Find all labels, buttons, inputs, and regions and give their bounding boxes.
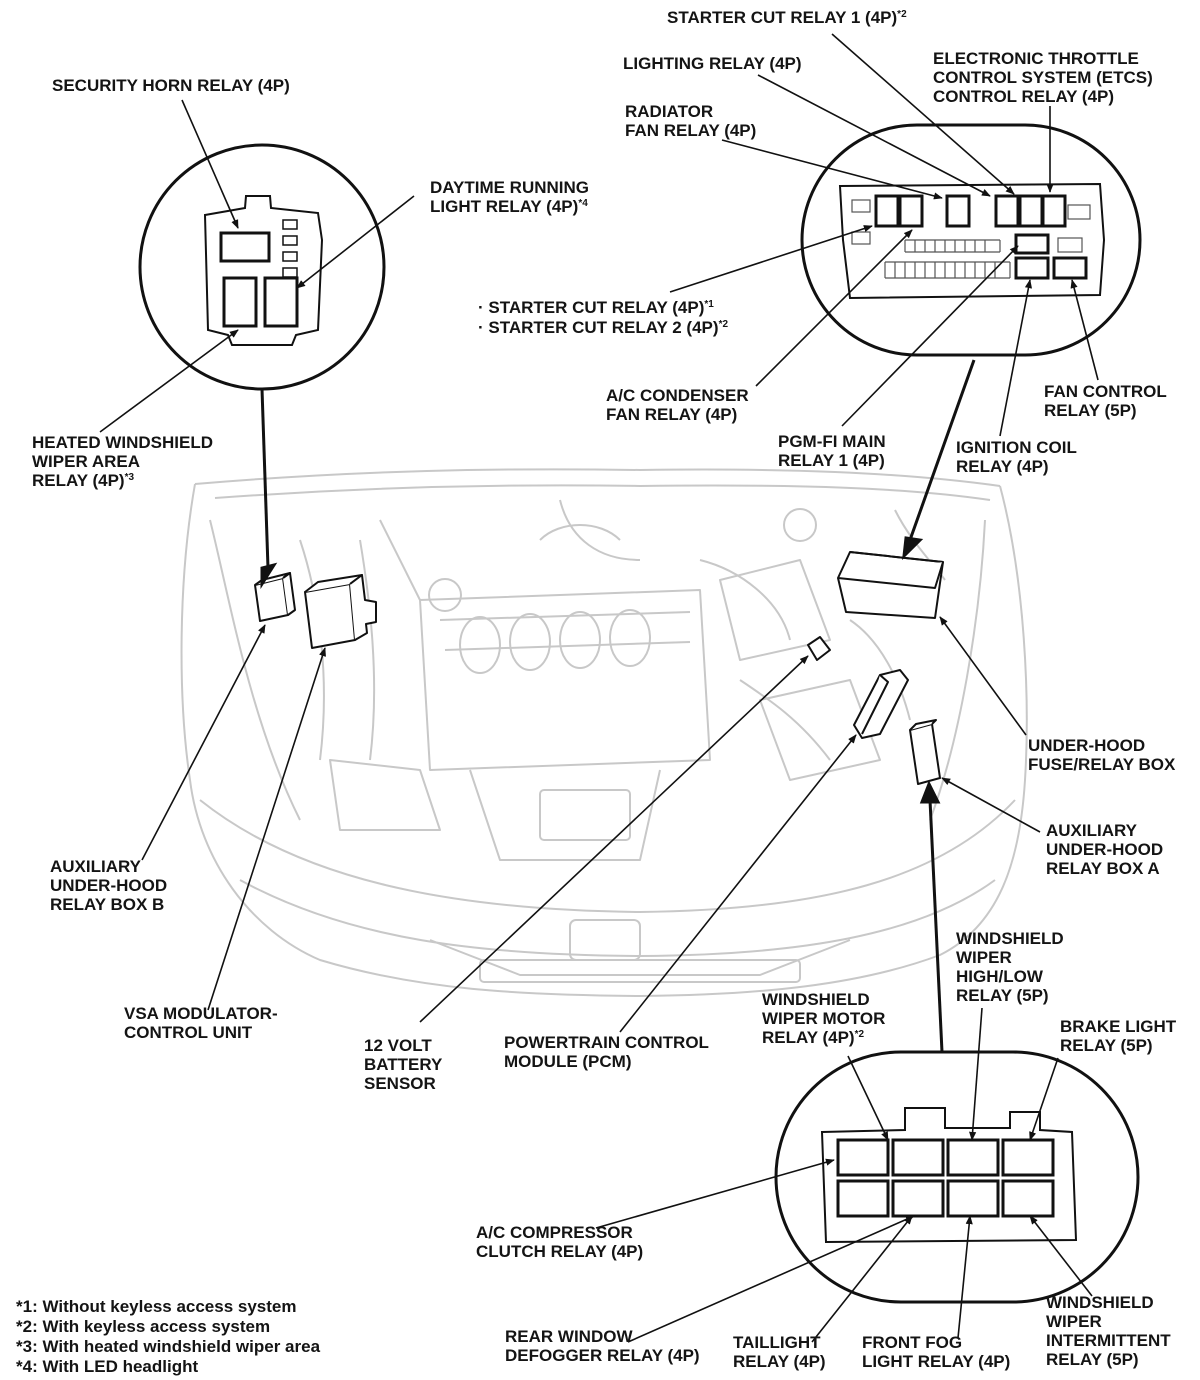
label-brake-light-relay: BRAKE LIGHT RELAY (5P) xyxy=(1060,1017,1177,1055)
label-fan-control-relay: FAN CONTROL RELAY (5P) xyxy=(1044,382,1167,420)
footnote-1: *1: Without keyless access system xyxy=(16,1297,297,1316)
horn-relay-detail-circle xyxy=(138,143,386,391)
label-lighting-relay: LIGHTING RELAY (4P) xyxy=(623,54,802,73)
label-security-horn-relay: SECURITY HORN RELAY (4P) xyxy=(52,76,290,95)
label-under-hood-fuse-relay-box: UNDER-HOOD FUSE/RELAY BOX xyxy=(1028,736,1176,774)
relay-box-b-closeup xyxy=(203,195,324,346)
footnote-3: *3: With heated windshield wiper area xyxy=(16,1337,321,1356)
fuse-box-detail-oval xyxy=(800,123,1142,357)
component-blocks xyxy=(254,551,944,785)
detail-connector-arrows xyxy=(260,359,976,1053)
label-starter-cut-relay-1: STARTER CUT RELAY 1 (4P)*2 xyxy=(667,8,907,27)
label-auxiliary-under-hood-relay-box-b: AUXILIARY UNDER-HOOD RELAY BOX B xyxy=(50,857,168,914)
label-starter-cut-relay: · STARTER CUT RELAY (4P)*1 xyxy=(478,298,714,317)
relay-box-a-closeup xyxy=(820,1107,1078,1244)
label-windshield-wiper-motor-relay: WINDSHIELD WIPER MOTOR RELAY (4P)*2 xyxy=(762,990,886,1047)
leader-lines xyxy=(99,33,1099,1343)
label-starter-cut-relay-2: · STARTER CUT RELAY 2 (4P)*2 xyxy=(478,318,729,337)
label-pgm-fi-main-relay-1: PGM-FI MAIN RELAY 1 (4P) xyxy=(778,432,886,470)
label-ac-compressor-clutch-relay: A/C COMPRESSOR CLUTCH RELAY (4P) xyxy=(476,1223,644,1261)
label-rear-window-defogger-relay: REAR WINDOW DEFOGGER RELAY (4P) xyxy=(505,1327,700,1365)
footnote-4: *4: With LED headlight xyxy=(16,1357,199,1376)
label-taillight-relay: TAILLIGHT RELAY (4P) xyxy=(733,1333,826,1371)
label-daytime-running-light-relay: DAYTIME RUNNING LIGHT RELAY (4P)*4 xyxy=(430,178,589,216)
label-radiator-fan-relay: RADIATOR FAN RELAY (4P) xyxy=(625,102,757,140)
label-ac-condenser-fan-relay: A/C CONDENSER FAN RELAY (4P) xyxy=(606,386,749,424)
engine-compartment-drawing xyxy=(180,468,1028,997)
label-etcs-control-relay: ELECTRONIC THROTTLE CONTROL SYSTEM (ETCS… xyxy=(933,49,1153,106)
label-windshield-wiper-intermittent-relay: WINDSHIELD WIPER INTERMITTENT RELAY (5P) xyxy=(1046,1293,1171,1369)
label-heated-windshield-wiper-area-relay: HEATED WINDSHIELD WIPER AREA RELAY (4P)*… xyxy=(32,433,214,490)
label-auxiliary-under-hood-relay-box-a: AUXILIARY UNDER-HOOD RELAY BOX A xyxy=(1046,821,1164,878)
label-vsa-modulator-control-unit: VSA MODULATOR- CONTROL UNIT xyxy=(124,1004,278,1042)
label-windshield-wiper-high-low-relay: WINDSHIELD WIPER HIGH/LOW RELAY (5P) xyxy=(956,929,1064,1005)
label-ignition-coil-relay: IGNITION COIL RELAY (4P) xyxy=(956,438,1077,476)
label-12-volt-battery-sensor: 12 VOLT BATTERY SENSOR xyxy=(364,1036,443,1093)
label-front-fog-light-relay: FRONT FOG LIGHT RELAY (4P) xyxy=(862,1333,1011,1371)
fuse-box-closeup xyxy=(838,182,1106,300)
aux-relay-box-a-detail-oval xyxy=(774,1050,1140,1304)
label-powertrain-control-module: POWERTRAIN CONTROL MODULE (PCM) xyxy=(504,1033,709,1071)
footnote-2: *2: With keyless access system xyxy=(16,1317,271,1336)
